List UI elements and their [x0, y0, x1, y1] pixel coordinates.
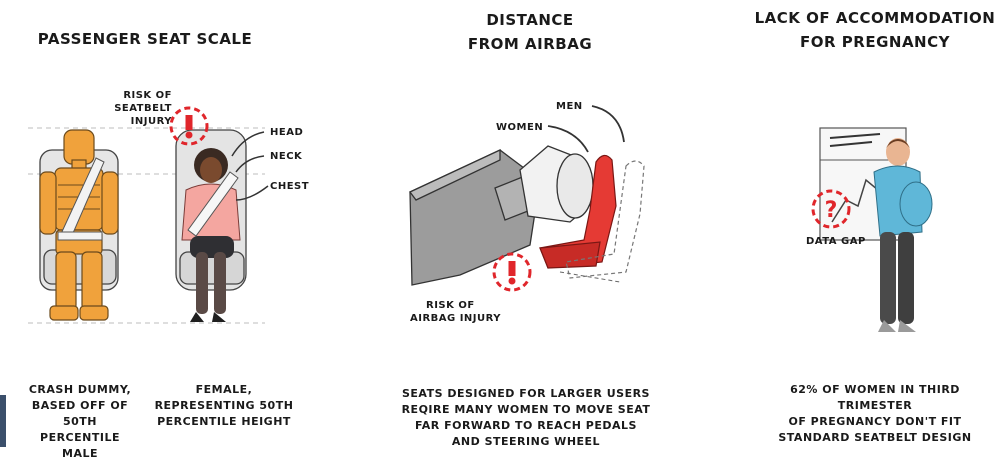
- label-head: HEAD: [270, 127, 304, 138]
- caption-crash-dummy-line: CRASH DUMMY,: [28, 383, 132, 396]
- airbag-risk-label: RISK OF AIRBAG INJURY: [410, 299, 510, 325]
- label-neck: NECK: [270, 151, 303, 162]
- female-seatbelt: [187, 171, 239, 237]
- caption-crash-dummy-line: PERCENTILE MALE: [40, 431, 120, 460]
- warning-exclamation-icon: [169, 106, 209, 146]
- panel2-title-line: FROM AIRBAG: [467, 35, 593, 53]
- illustration-canvas: ?: [28, 105, 933, 332]
- seatbelt-risk-label: RISK OF SEATBELT INJURY: [82, 89, 172, 128]
- seatbelt-risk-line-2: SEATBELT INJURY: [114, 103, 172, 127]
- label-men: MEN: [556, 101, 583, 112]
- warning-exclamation-icon: [492, 252, 532, 292]
- airbag-risk-line-2: AIRBAG INJURY: [410, 313, 502, 324]
- caption-pregnancy-line: 62% OF WOMEN IN THIRD TRIMESTER: [790, 383, 960, 412]
- caption-distance-line: REQIRE MANY WOMEN TO MOVE SEAT: [401, 403, 651, 416]
- caption-pregnancy: 62% OF WOMEN IN THIRD TRIMESTER OF PREGN…: [758, 382, 992, 446]
- caption-distance-line: SEATS DESIGNED FOR LARGER USERS: [402, 387, 650, 400]
- svg-text:?: ?: [825, 198, 838, 223]
- airbag-risk-line-1: RISK OF: [426, 300, 475, 311]
- panel3-title-line: LACK OF ACCOMMODATION: [754, 9, 996, 27]
- caption-female-line: FEMALE,: [195, 383, 253, 396]
- car-seat-rear-outline: [565, 160, 645, 279]
- caption-female-line: REPRESENTING 50th: [154, 399, 294, 412]
- caption-distance-line: AND STEERING WHEEL: [451, 435, 601, 448]
- caption-distance-line: FAR FORWARD TO REACH PEDALS: [415, 419, 637, 432]
- panel1-title: PASSENGER SEAT SCALE: [37, 30, 253, 48]
- question-mark-icon: ?: [811, 189, 851, 229]
- label-women: WOMEN: [496, 122, 544, 133]
- caption-pregnancy-line: OF PREGNANCY DON'T FIT: [788, 415, 962, 428]
- panel3-title: LACK OF ACCOMMODATION FOR PREGNANCY: [752, 6, 998, 54]
- label-data-gap: DATA GAP: [806, 236, 866, 247]
- caption-pregnancy-line: STANDARD SEATBELT DESIGN: [778, 431, 972, 444]
- caption-female: FEMALE, REPRESENTING 50th PERCENTILE HEI…: [154, 382, 294, 430]
- caption-crash-dummy-line: BASED OFF OF 50th: [31, 399, 129, 428]
- car-seat-forward: [539, 154, 617, 269]
- panel2-title: DISTANCE FROM AIRBAG: [430, 8, 630, 56]
- caption-female-line: PERCENTILE HEIGHT: [157, 415, 291, 428]
- caption-distance: SEATS DESIGNED FOR LARGER USERS REQIRE M…: [386, 386, 666, 450]
- caption-crash-dummy: CRASH DUMMY, BASED OFF OF 50th PERCENTIL…: [20, 382, 140, 462]
- seatbelt-risk-line-1: RISK OF: [123, 90, 172, 101]
- left-edge-fragment: [0, 395, 6, 447]
- panel3-title-line: FOR PREGNANCY: [800, 33, 950, 51]
- pregnant-woman-figure: [873, 138, 933, 332]
- panel2-title-line: DISTANCE: [486, 11, 574, 29]
- airbag: [519, 145, 597, 223]
- label-chest: CHEST: [270, 181, 310, 192]
